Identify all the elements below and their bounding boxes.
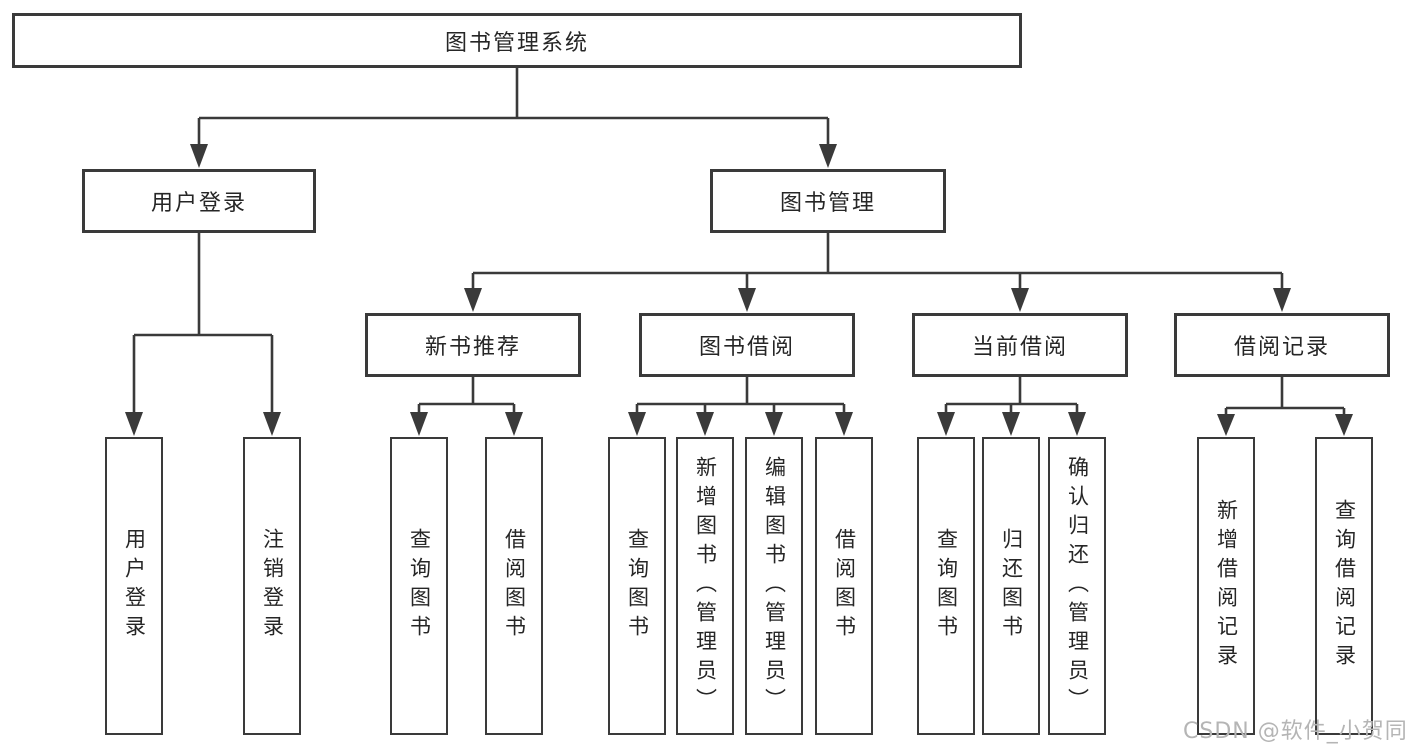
node-user-login: 用户登录 (82, 169, 316, 233)
leaf-add-borrow-record: 新增借阅记录 (1197, 437, 1255, 735)
leaf-borrow-borrow-book: 借阅图书 (815, 437, 873, 735)
leaf-newbook-query-book: 查询图书 (390, 437, 448, 735)
connector-new-book-children (410, 377, 523, 436)
connector-root-to-level2 (190, 68, 837, 168)
leaf-borrow-borrow-book-label: 借阅图书 (832, 528, 857, 644)
node-current-borrow-label: 当前借阅 (971, 335, 1068, 360)
leaf-newbook-borrow-book: 借阅图书 (485, 437, 543, 735)
leaf-borrow-query-book: 查询图书 (608, 437, 666, 735)
node-borrow-record: 借阅记录 (1174, 313, 1390, 377)
leaf-current-query-book-label: 查询图书 (934, 528, 959, 644)
node-book-borrow-label: 图书借阅 (698, 335, 795, 360)
leaf-query-borrow-record: 查询借阅记录 (1315, 437, 1373, 735)
node-book-borrow: 图书借阅 (639, 313, 855, 377)
node-new-book-rec: 新书推荐 (365, 313, 581, 377)
node-current-borrow: 当前借阅 (912, 313, 1128, 377)
connector-book-borrow-children (628, 377, 853, 436)
leaf-logout-label: 注销登录 (260, 528, 285, 644)
connector-user-login-children (125, 233, 281, 436)
leaf-user-login-label: 用户登录 (122, 528, 147, 644)
leaf-confirm-return-admin-label: 确认归还（管理员） (1065, 455, 1090, 717)
leaf-return-book: 归还图书 (982, 437, 1040, 735)
node-new-book-rec-label: 新书推荐 (424, 335, 521, 360)
leaf-newbook-query-book-label: 查询图书 (407, 528, 432, 644)
leaf-add-book-admin-label: 新增图书（管理员） (693, 455, 718, 717)
node-book-mgmt: 图书管理 (710, 169, 946, 233)
node-book-mgmt-label: 图书管理 (779, 191, 876, 216)
connector-current-borrow-children (937, 377, 1086, 436)
node-root-label: 图书管理系统 (444, 30, 589, 56)
leaf-current-query-book: 查询图书 (917, 437, 975, 735)
leaf-add-borrow-record-label: 新增借阅记录 (1214, 499, 1239, 673)
leaf-add-book-admin: 新增图书（管理员） (676, 437, 734, 735)
leaf-edit-book-admin: 编辑图书（管理员） (745, 437, 803, 735)
leaf-newbook-borrow-book-label: 借阅图书 (502, 528, 527, 644)
node-root: 图书管理系统 (12, 13, 1022, 68)
leaf-confirm-return-admin: 确认归还（管理员） (1048, 437, 1106, 735)
node-borrow-record-label: 借阅记录 (1233, 335, 1330, 360)
connector-borrow-record-children (1217, 377, 1353, 436)
node-user-login-label: 用户登录 (150, 191, 247, 216)
leaf-return-book-label: 归还图书 (999, 528, 1024, 644)
connector-book-mgmt-children (464, 233, 1291, 312)
leaf-user-login: 用户登录 (105, 437, 163, 735)
leaf-logout: 注销登录 (243, 437, 301, 735)
leaf-borrow-query-book-label: 查询图书 (625, 528, 650, 644)
leaf-query-borrow-record-label: 查询借阅记录 (1332, 499, 1357, 673)
leaf-edit-book-admin-label: 编辑图书（管理员） (762, 455, 787, 717)
csdn-watermark: CSDN @软件_小贺同学 (1183, 719, 1405, 744)
